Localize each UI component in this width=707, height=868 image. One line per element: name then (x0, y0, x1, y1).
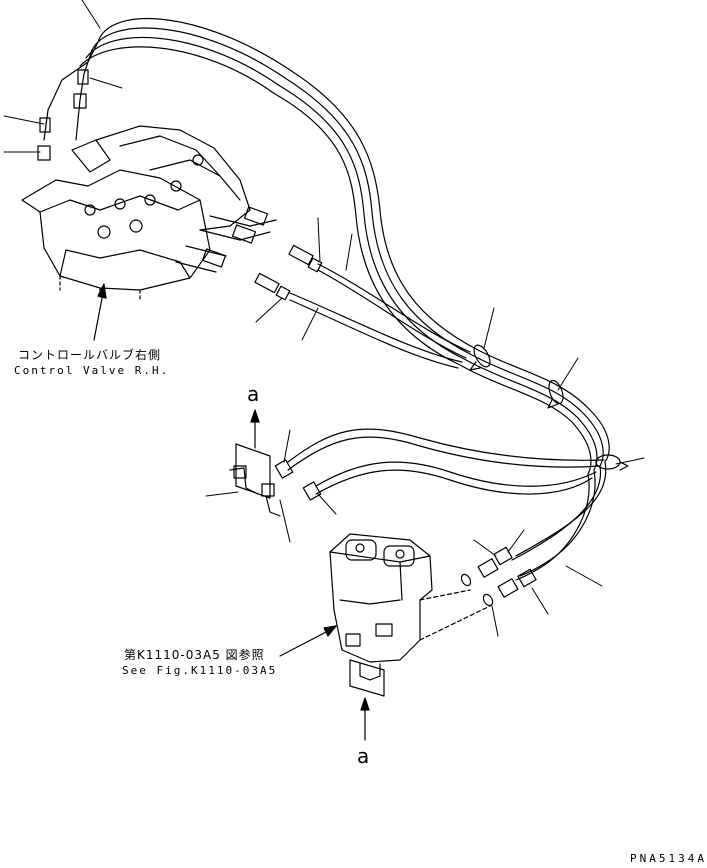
pilot-pipe-left (37, 41, 99, 161)
control-valve-label-en: Control Valve R.H. (14, 364, 170, 377)
hose-pair-middle (287, 428, 605, 495)
drawing-code: PNA5134A (630, 852, 707, 865)
control-valve-label-jp: コントロールバルブ右側 (18, 348, 162, 362)
hose-fittings (254, 244, 537, 607)
ppc-valve (329, 533, 491, 681)
view-plane-lower (349, 659, 385, 697)
hose-bundle-lower (511, 461, 607, 581)
hose-branches-valve (289, 263, 471, 369)
leader-lines (3, 0, 645, 637)
view-plane-upper (229, 443, 281, 517)
hose-clamps (469, 344, 629, 471)
hose-bundle-upper (79, 18, 610, 475)
view-mark-a-bottom: a (357, 744, 370, 768)
control-valve-rh (21, 125, 277, 301)
see-fig-label-jp: 第K1110-03A5 図参照 (124, 648, 265, 662)
see-fig-label-en: See Fig.K1110-03A5 (122, 664, 278, 677)
view-arrows (93, 283, 370, 741)
view-mark-a-top: a (247, 382, 260, 406)
